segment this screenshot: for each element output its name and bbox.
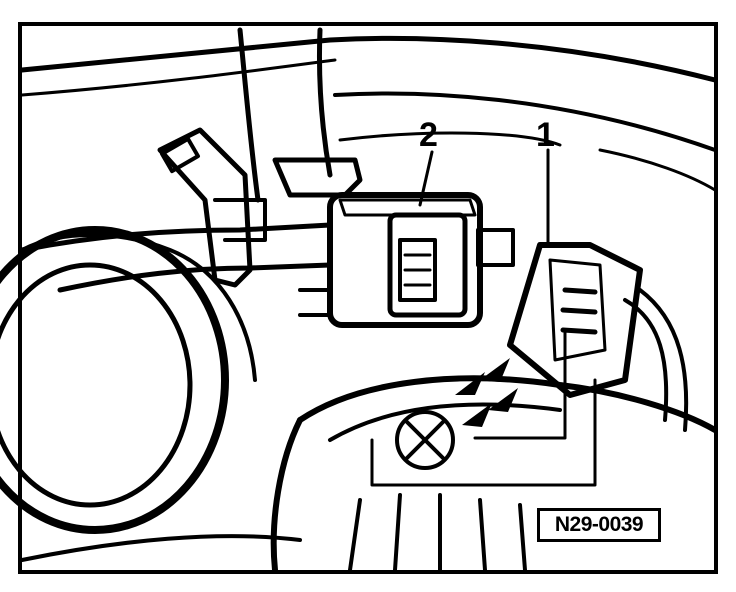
- harness-pins: [560, 287, 598, 335]
- throttle-body-inner: [328, 402, 562, 442]
- harness-wires: [623, 288, 689, 432]
- valve-connector-pins: [398, 238, 437, 302]
- probe-arrows: [455, 358, 518, 427]
- air-duct-outer: [0, 226, 229, 534]
- valve-ear: [476, 228, 515, 267]
- background-contour-3: [598, 148, 717, 192]
- pipe-upper: [19, 222, 333, 253]
- test-lamp-symbol-icon: [395, 410, 455, 470]
- valve-connector-port: [387, 212, 468, 318]
- valve-lip: [338, 198, 477, 217]
- valve-pins-detail: [403, 253, 432, 287]
- background-contour: [333, 91, 717, 152]
- callout-label-1: 1: [536, 116, 555, 154]
- background-contour-2: [338, 131, 562, 147]
- test-lamp-wire-right: [473, 328, 567, 440]
- harness-connector-inner: [548, 258, 607, 362]
- background-hose-2: [20, 58, 337, 97]
- callout-leader-2: [418, 150, 434, 207]
- figure-reference-label: N29-0039: [537, 508, 661, 542]
- test-lamp-wire-left: [370, 378, 597, 487]
- valve-lower-pipe: [298, 288, 332, 317]
- vertical-hose-left: [237, 27, 261, 203]
- harness-connector: [507, 242, 643, 398]
- background-hose-top: [19, 35, 718, 83]
- callout-label-2: 2: [419, 116, 438, 154]
- air-duct-rim: [20, 233, 257, 382]
- throttle-body-top: [297, 375, 718, 433]
- throttle-base: [20, 534, 302, 562]
- valve-mount: [272, 157, 363, 198]
- air-duct-inner: [0, 262, 193, 508]
- bracket: [157, 127, 253, 288]
- figure-frame: [18, 22, 718, 574]
- pipe-lower: [57, 262, 333, 293]
- throttle-body-side-left: [270, 417, 303, 573]
- bracket-clip: [213, 198, 267, 242]
- throttle-ribs: [348, 493, 527, 572]
- small-fitting: [160, 136, 200, 174]
